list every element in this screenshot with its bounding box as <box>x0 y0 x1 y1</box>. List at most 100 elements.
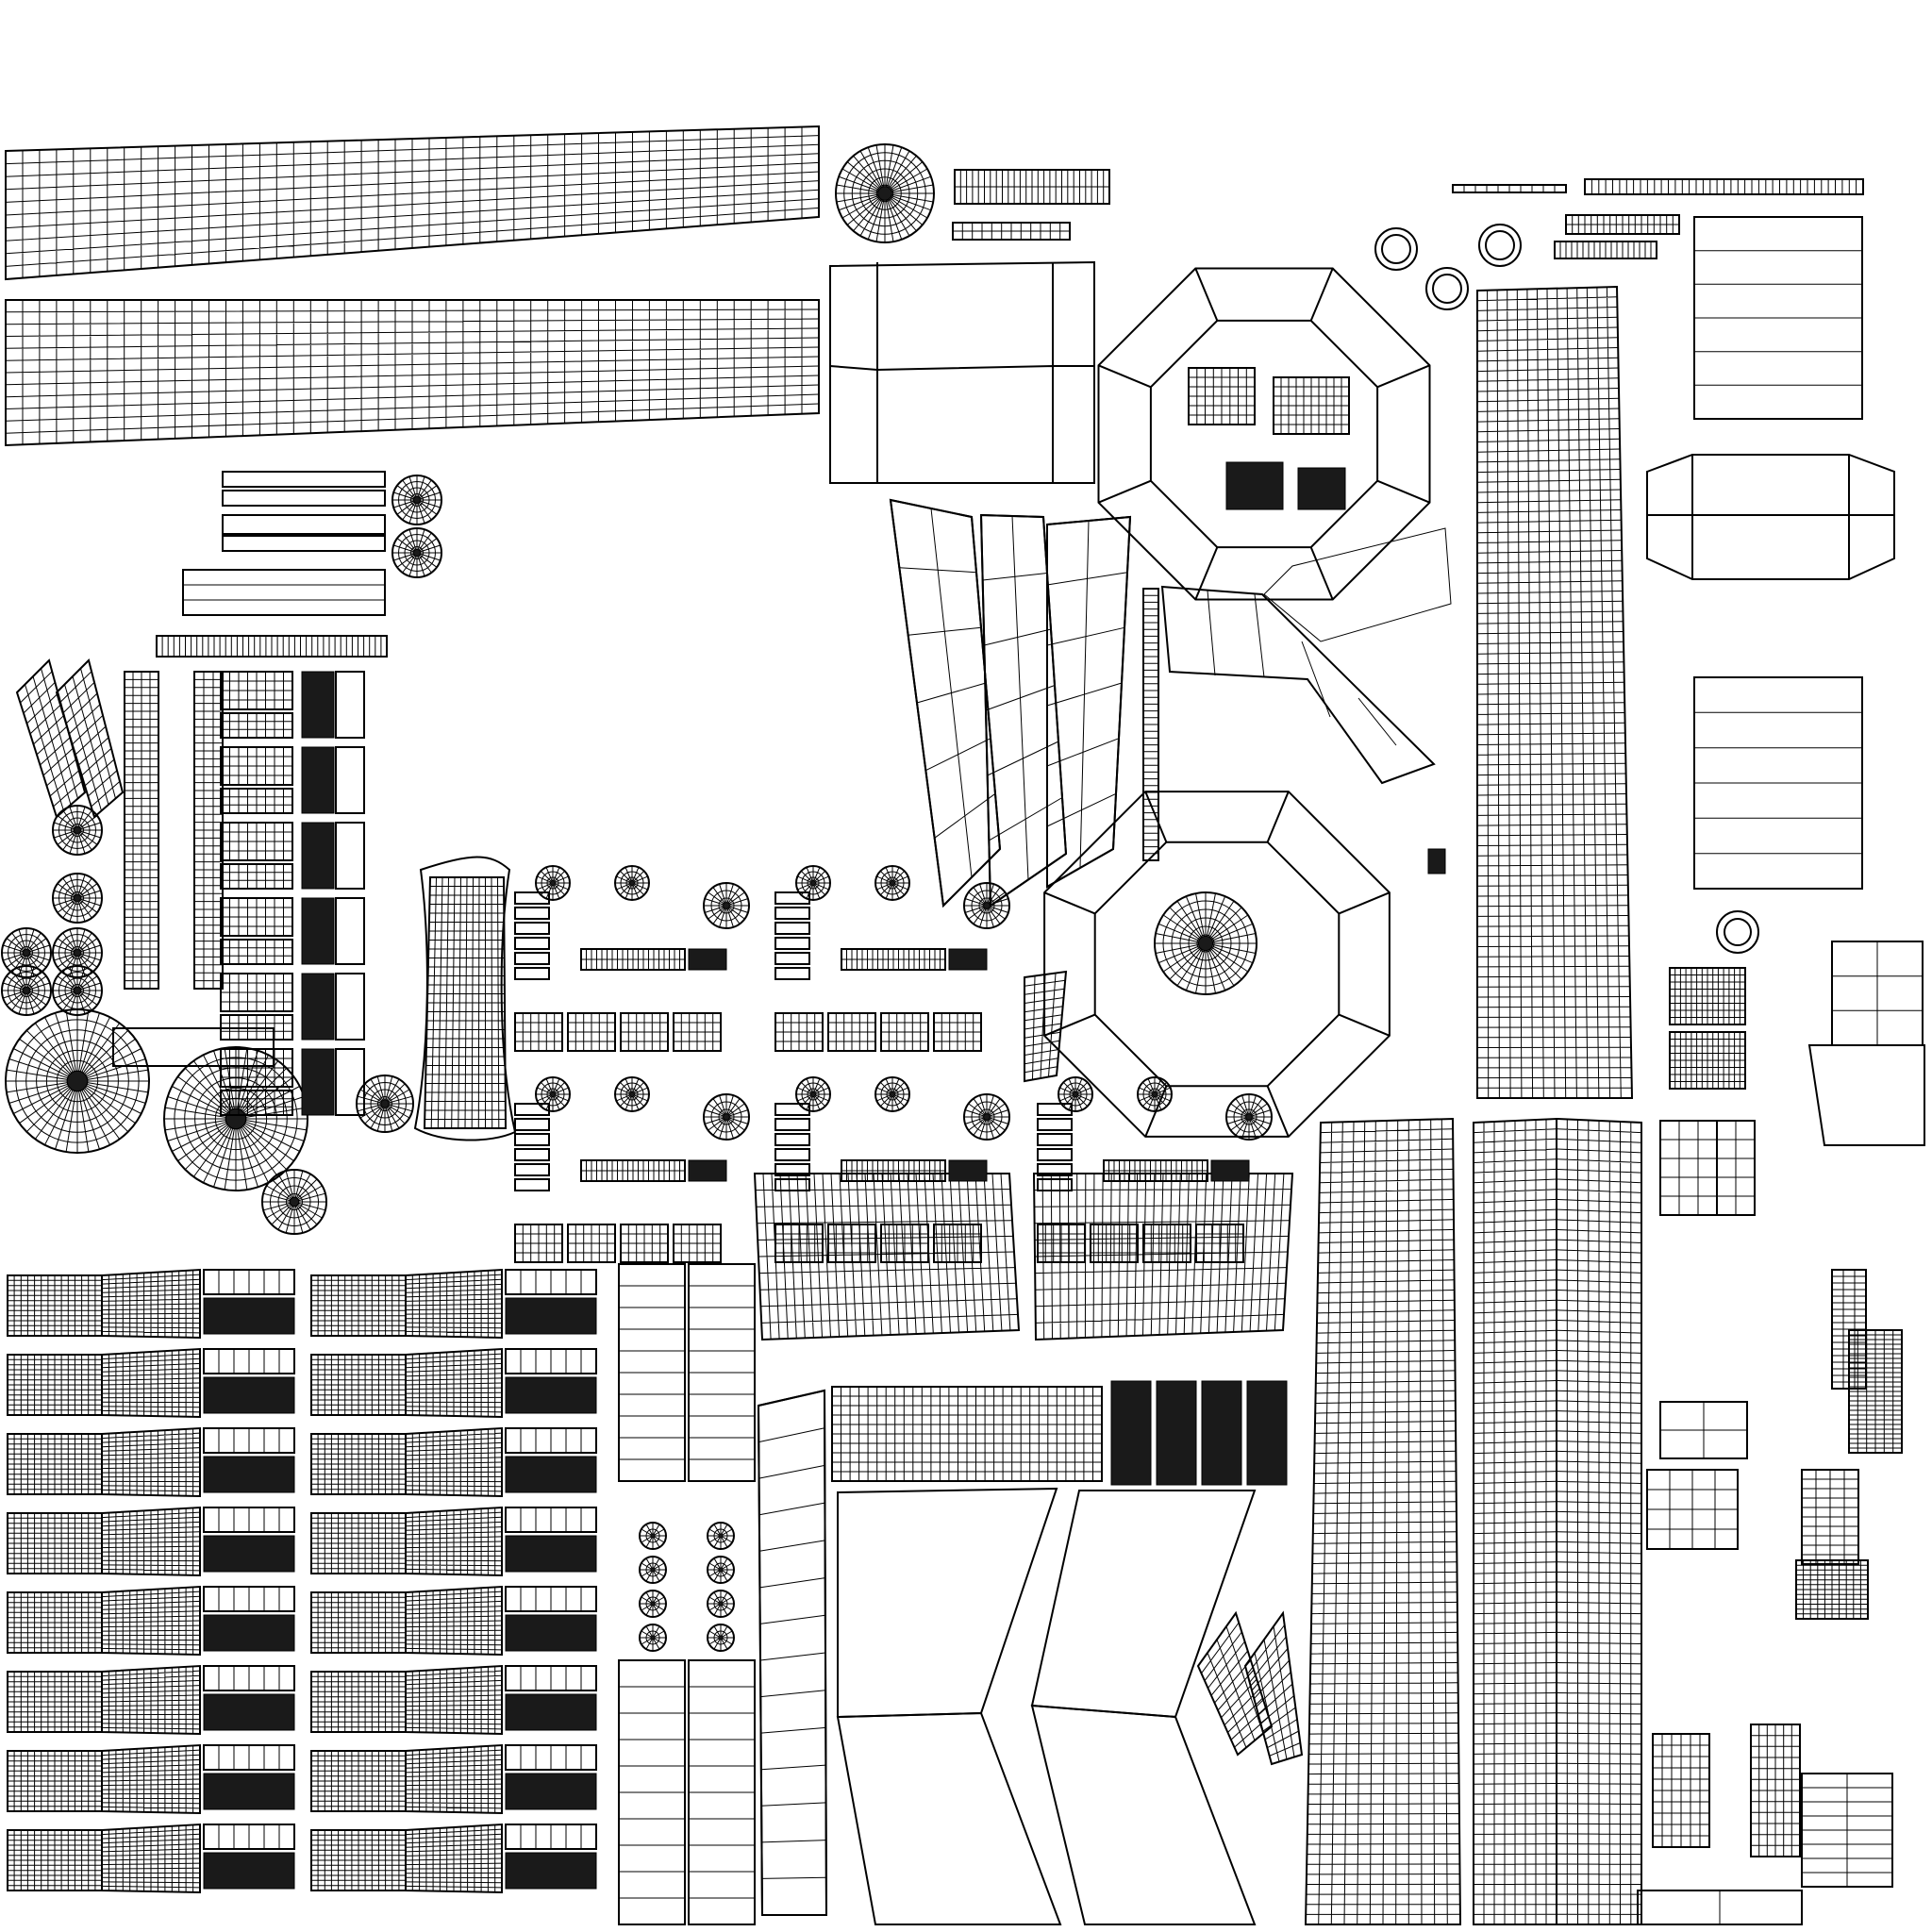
island-border <box>841 948 946 971</box>
hub <box>289 1196 300 1208</box>
mesh-lines <box>1274 377 1349 434</box>
island-border <box>688 1659 756 1925</box>
mesh-ring <box>707 1522 735 1550</box>
hub <box>983 1113 991 1121</box>
octagon-bottom <box>1043 791 1391 1138</box>
mesh-lines <box>520 1349 582 1374</box>
mesh-spokes <box>2 966 51 1015</box>
island-border <box>688 1263 756 1482</box>
hub <box>650 1635 656 1641</box>
island-border <box>567 1012 616 1052</box>
mesh-lines <box>161 636 382 657</box>
mesh-ring <box>880 871 905 895</box>
mesh-spokes <box>640 1557 666 1583</box>
mesh-ring <box>71 824 84 837</box>
mesh-lines <box>1473 1119 1557 1924</box>
mesh-spokes <box>708 1624 734 1651</box>
hub <box>412 548 422 558</box>
mesh-ring <box>15 1019 140 1143</box>
mesh-ring <box>713 1630 728 1645</box>
ring-inner <box>1432 274 1462 304</box>
mesh-ring <box>713 1596 728 1611</box>
mesh-spokes <box>6 1009 149 1153</box>
mesh-lines <box>982 515 1063 880</box>
mesh-lines <box>1246 1624 1301 1762</box>
mesh-ring <box>713 1528 728 1543</box>
island-border <box>101 1743 201 1815</box>
hub <box>650 1601 656 1607</box>
mesh-lines <box>218 1507 280 1532</box>
mesh-lines <box>581 949 685 970</box>
mesh-lines <box>1849 1330 1902 1453</box>
island-border <box>774 1012 824 1052</box>
fins-center <box>889 498 1132 908</box>
island-border <box>1037 1133 1073 1146</box>
island-border <box>1195 1224 1244 1263</box>
module <box>774 865 1010 1052</box>
mesh-lines <box>621 1013 668 1051</box>
hub <box>1073 1091 1078 1097</box>
mesh-lines <box>425 876 506 1129</box>
mesh-lines <box>405 1349 503 1417</box>
mesh-lines <box>405 1666 503 1734</box>
wheels-left <box>1 475 442 1235</box>
island-border <box>1693 676 1863 890</box>
island-border <box>774 922 810 935</box>
mesh-ring <box>795 1076 831 1112</box>
island-border <box>405 1506 503 1577</box>
island-border <box>220 1014 293 1041</box>
mesh-lines <box>218 1587 280 1611</box>
mesh-ring <box>25 1029 129 1133</box>
island-border <box>1637 1890 1803 1925</box>
mesh-lines <box>1566 215 1679 234</box>
mesh-ring <box>1171 908 1241 978</box>
mesh-ring <box>261 1169 327 1235</box>
mesh-ring <box>1063 1082 1088 1107</box>
rings-top <box>1374 224 1522 310</box>
island-border <box>1716 1120 1756 1216</box>
mesh-ring <box>639 1522 667 1550</box>
island-border <box>1103 1159 1208 1182</box>
mesh-lines <box>311 1513 406 1574</box>
mesh-lines <box>1591 179 1857 194</box>
island-border <box>774 1118 810 1131</box>
mesh-ring <box>1162 900 1249 987</box>
island-border <box>514 967 550 980</box>
ring-outer <box>1425 267 1469 310</box>
island-border <box>1801 1773 1893 1888</box>
mesh-ring <box>625 1088 639 1101</box>
island-border <box>1554 241 1657 259</box>
mesh-lines <box>1476 287 1632 1099</box>
island-border <box>514 952 550 965</box>
mesh-lines <box>405 1270 503 1338</box>
mesh-ring <box>978 897 995 914</box>
mesh-spokes <box>1226 1094 1272 1140</box>
light-cell <box>335 671 365 739</box>
mesh-ring <box>703 882 750 929</box>
island-border <box>220 1090 293 1116</box>
bars-top <box>952 169 1864 259</box>
island-border <box>757 1389 828 1916</box>
island-border <box>514 1178 550 1191</box>
mesh-lines <box>520 1428 582 1453</box>
island-border <box>889 498 1002 908</box>
hub <box>629 880 635 886</box>
island-border <box>1831 1269 1867 1390</box>
island-border <box>774 1133 810 1146</box>
mesh-ring <box>707 1590 735 1618</box>
mesh-spokes <box>536 1077 570 1111</box>
mesh-lines <box>1463 185 1556 192</box>
mesh-lines <box>1196 1224 1243 1262</box>
hub <box>650 1533 656 1539</box>
mesh-lines <box>221 974 292 1011</box>
dark-cell <box>505 1376 597 1414</box>
island-border <box>580 1159 686 1182</box>
ring <box>1724 918 1752 946</box>
mesh-ring <box>58 879 96 917</box>
island-border <box>1565 214 1680 235</box>
module <box>774 1076 1010 1263</box>
octagon-spokes <box>1043 791 1391 1138</box>
hub <box>890 1091 895 1097</box>
mesh-lines <box>841 949 945 970</box>
island-border <box>203 1744 295 1771</box>
